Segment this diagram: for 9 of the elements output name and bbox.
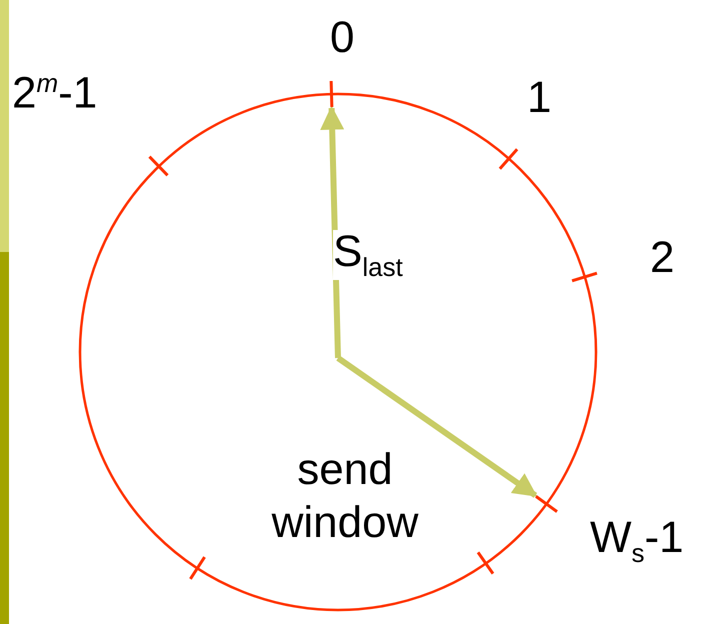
edge-label: S$_{last}$ xyxy=(333,230,403,280)
tick-label: 1 xyxy=(527,76,552,120)
arrow xyxy=(320,106,344,358)
window-label: send window xyxy=(270,444,420,549)
tick-label: W$_{s}$-1 xyxy=(590,516,684,566)
tick-label: 2 xyxy=(650,236,674,280)
arrow xyxy=(336,356,538,498)
tick-label: 2$^{m}$-1 xyxy=(12,70,98,116)
tick-label: 0 xyxy=(330,16,354,60)
